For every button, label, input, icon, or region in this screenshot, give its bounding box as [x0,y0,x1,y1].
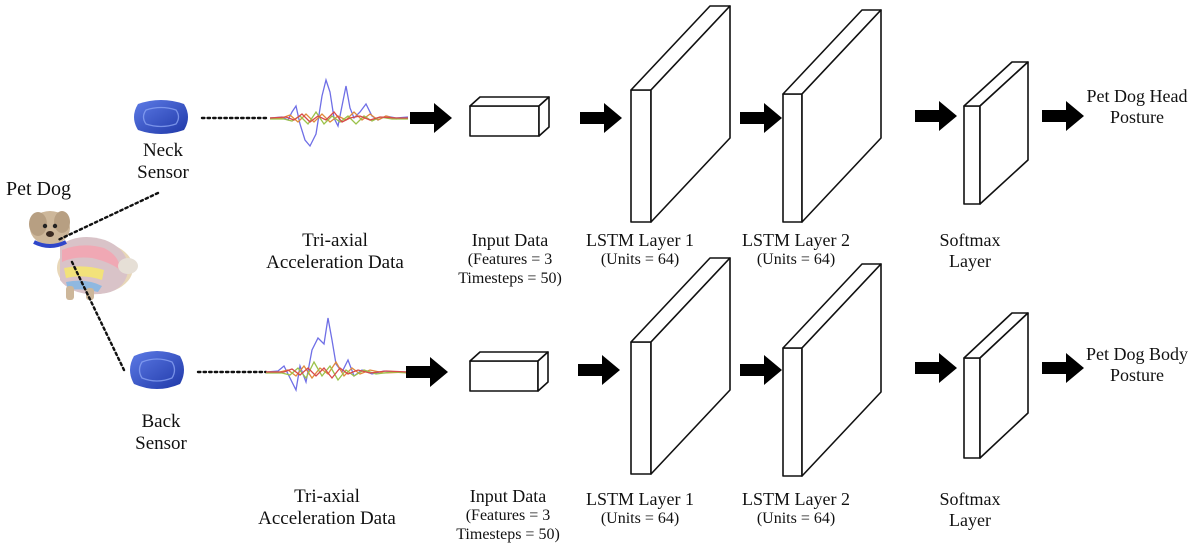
lstm-layer-2-label: LSTM Layer 2 (Units = 64) [726,230,866,270]
back-sensor-label-line-2: Sensor [135,433,187,455]
back-signal-y-axis [266,360,409,380]
arrow-icon [406,357,448,387]
back-sensor-to-dog-connector [70,260,126,372]
output-label-line-2: Posture [1110,365,1164,386]
body-posture-output-label: Pet Dog Body Posture [1078,344,1196,386]
output-label-line-2: Posture [1110,107,1164,128]
back-signal-w-axis [266,367,409,380]
input-data-label: Input Data (Features = 3 Timesteps = 50) [438,486,578,545]
pet-dog-label: Pet Dog [6,178,71,200]
signal-label-line-2: Acceleration Data [266,252,404,274]
neck-acceleration-signal [269,77,409,148]
neck-sensor-icon [134,100,188,134]
input-data-params-line-2: Timesteps = 50) [458,270,562,288]
lstm-layer-2-box [782,9,882,223]
signal-label-line-2: Acceleration Data [258,508,396,530]
neck-sensor-label-line-1: Neck [142,140,184,161]
lstm-layer-2-units: (Units = 64) [756,510,836,528]
signal-label-line-1: Tri-axial [302,230,368,251]
arrow-icon [740,103,782,133]
softmax-label-line-2: Layer [949,510,991,531]
lstm-layer-1-title: LSTM Layer 1 [586,489,694,509]
softmax-layer-box [963,312,1029,459]
signal-label: Tri-axial Acceleration Data [243,230,427,275]
signal-label-line-1: Tri-axial [294,486,360,507]
input-data-params-line-2: Timesteps = 50) [456,526,560,544]
neck-sensor-label: Neck Sensor [120,140,206,185]
input-data-box [469,96,550,137]
softmax-label-line-1: Softmax [939,489,1001,509]
back-acceleration-signal [265,317,409,393]
arrow-icon [410,103,452,133]
signal-label: Tri-axial Acceleration Data [235,486,419,531]
lstm-layer-1-label: LSTM Layer 1 (Units = 64) [570,230,710,270]
arrow-icon [915,101,957,131]
lstm-layer-2-units: (Units = 64) [756,251,836,269]
lstm-layer-2-title: LSTM Layer 2 [742,230,850,250]
neck-sensor-label-line-2: Sensor [137,162,189,184]
arrow-icon [580,103,622,133]
input-data-title: Input Data [471,230,549,250]
lstm-layer-1-box [630,257,731,475]
input-data-params-line-1: (Features = 3 [467,251,553,269]
back-sensor-icon [130,351,184,389]
lstm-layer-1-units: (Units = 64) [600,251,680,269]
softmax-label-line-2: Layer [949,251,991,272]
lstm-layer-2-label: LSTM Layer 2 (Units = 64) [726,489,866,529]
neck-signal-x-axis [269,77,409,148]
softmax-layer-label: Softmax Layer [920,230,1020,272]
lstm-layer-1-label: LSTM Layer 1 (Units = 64) [570,489,710,529]
neck-signal-w-axis [269,111,408,123]
back-sensor-label-line-1: Back [141,411,181,432]
neck-sensor-to-dog-connector [56,191,160,242]
input-data-title: Input Data [469,486,547,506]
arrow-icon [578,355,620,385]
lstm-layer-1-box [630,5,731,223]
lstm-layer-2-box [782,263,882,477]
head-posture-output-label: Pet Dog Head Posture [1078,86,1196,128]
output-label-line-1: Pet Dog Body [1085,344,1188,364]
input-data-params-line-1: (Features = 3 [465,507,551,525]
back-sensor-label: Back Sensor [118,411,204,456]
softmax-label-line-1: Softmax [939,230,1001,250]
lstm-layer-1-units: (Units = 64) [600,510,680,528]
lstm-layer-2-title: LSTM Layer 2 [742,489,850,509]
output-label-line-1: Pet Dog Head [1086,86,1188,106]
softmax-layer-box [963,61,1029,205]
softmax-layer-label: Softmax Layer [920,489,1020,531]
pet-dog-image [29,211,138,300]
lstm-layer-1-title: LSTM Layer 1 [586,230,694,250]
input-data-box [469,351,549,392]
input-data-label: Input Data (Features = 3 Timesteps = 50) [440,230,580,289]
arrow-icon [915,353,957,383]
arrow-icon [740,355,782,385]
